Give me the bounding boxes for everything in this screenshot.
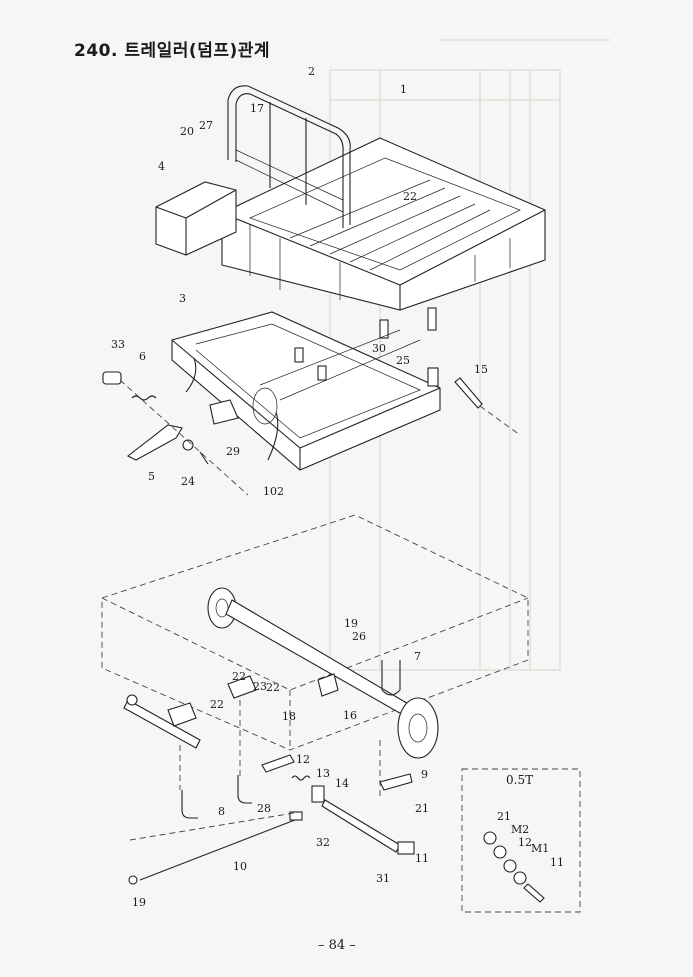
callout: 26 (352, 630, 366, 643)
bleed-through-table (329, 39, 610, 671)
callout: 102 (263, 485, 284, 498)
callout: 22 (210, 698, 224, 711)
callout: 32 (316, 836, 330, 849)
callout: M2 (511, 823, 529, 836)
callout: 21 (497, 810, 511, 823)
callout: 29 (226, 445, 240, 458)
callout: 18 (282, 710, 296, 723)
callout: 4 (158, 160, 165, 173)
callout: 5 (148, 470, 155, 483)
callout: 9 (421, 768, 428, 781)
callout: 28 (257, 802, 271, 815)
callout: 11 (415, 852, 429, 865)
callout: 12 (518, 836, 532, 849)
callout: 22 (403, 190, 417, 203)
inset-label: 0.5T (506, 773, 533, 787)
axle-and-wheels (123, 587, 439, 885)
callout: 23 (253, 680, 267, 693)
callout: 27 (199, 119, 213, 132)
callout: 14 (335, 777, 349, 790)
latch-hardware (102, 371, 249, 496)
callout-labels: 2 1 17 20 27 4 22 3 33 6 30 25 15 29 5 2… (111, 65, 564, 909)
callout: 22 (232, 670, 246, 683)
dump-sub-frame (171, 311, 441, 471)
callout: 12 (296, 753, 310, 766)
callout: 19 (344, 617, 358, 630)
hinge-bolt (454, 377, 521, 436)
callout: 17 (250, 102, 264, 115)
callout: 20 (180, 125, 194, 138)
callout: 1 (400, 83, 407, 96)
page-title: 240. 트레일러(덤프)관계 (74, 41, 271, 61)
callout: 19 (132, 896, 146, 909)
callout: 16 (343, 709, 357, 722)
callout: 30 (372, 342, 386, 355)
callout: 15 (474, 363, 488, 376)
callout: 33 (111, 338, 125, 351)
callout: 8 (218, 805, 225, 818)
callout: 31 (376, 872, 390, 885)
tool-box (155, 181, 237, 256)
callout: 10 (233, 860, 247, 873)
inset-0.5t-detail (461, 768, 581, 913)
callout: 6 (139, 350, 146, 363)
callout: 22 (266, 681, 280, 694)
callout: 3 (179, 292, 186, 305)
callout: 24 (181, 475, 195, 488)
trailer-chassis-phantom (101, 514, 529, 800)
callout: 21 (415, 802, 429, 815)
callout: 7 (414, 650, 421, 663)
page-number: – 84 – (318, 938, 356, 953)
callout: 2 (308, 65, 315, 78)
callout: 11 (550, 856, 564, 869)
bed-headboard (227, 85, 351, 228)
callout: 25 (396, 354, 410, 367)
callout: M1 (531, 842, 549, 855)
callout: 13 (316, 767, 330, 780)
